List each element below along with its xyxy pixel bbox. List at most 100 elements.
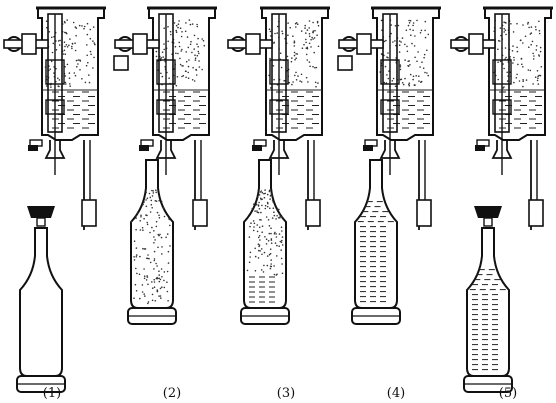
gas-dot bbox=[73, 72, 76, 74]
gas-dot bbox=[63, 41, 66, 43]
gas-dot bbox=[312, 38, 314, 40]
gas-dot bbox=[391, 80, 394, 82]
foam-dot bbox=[133, 255, 135, 258]
gas-dot bbox=[303, 43, 305, 46]
foam-dot bbox=[145, 214, 147, 216]
foam-dot bbox=[140, 214, 142, 217]
foam-dot bbox=[257, 196, 259, 198]
gas-dot bbox=[505, 33, 507, 36]
foam-dot bbox=[153, 236, 155, 238]
gas-dot bbox=[503, 21, 505, 24]
foam-dot bbox=[269, 252, 272, 255]
gas-dot bbox=[409, 19, 412, 22]
gas-dot bbox=[179, 27, 182, 30]
foam-dot bbox=[130, 221, 133, 223]
panel-label-5: (5) bbox=[499, 386, 517, 401]
foam-dot bbox=[141, 227, 144, 229]
foam-dot bbox=[143, 277, 146, 280]
gas-dot bbox=[196, 54, 199, 57]
gas-dot bbox=[194, 59, 197, 61]
foam-dot bbox=[161, 286, 163, 289]
gas-dot bbox=[69, 85, 71, 87]
gas-dot bbox=[187, 77, 190, 79]
gas-dot bbox=[175, 29, 177, 32]
gas-dot bbox=[58, 44, 61, 46]
gas-dot bbox=[534, 26, 537, 28]
foam-dot bbox=[263, 192, 265, 195]
gas-dot bbox=[175, 31, 178, 33]
foam-dot bbox=[133, 259, 136, 261]
gas-dot bbox=[522, 80, 524, 83]
gas-dot bbox=[305, 53, 308, 56]
foam-dot bbox=[166, 290, 169, 293]
gas-dot bbox=[81, 25, 83, 27]
gas-dot bbox=[83, 25, 86, 28]
gas-dot bbox=[51, 51, 54, 54]
gas-dot bbox=[518, 80, 521, 82]
foam-dot bbox=[280, 216, 283, 218]
gas-dot bbox=[182, 65, 184, 67]
gas-dot bbox=[534, 76, 537, 78]
gas-dot bbox=[315, 85, 317, 88]
gas-dot bbox=[400, 41, 402, 43]
foam-dot bbox=[268, 225, 271, 227]
gas-dot bbox=[185, 76, 187, 79]
foam-dot bbox=[151, 287, 154, 290]
bell-neck bbox=[483, 217, 493, 227]
gas-dot bbox=[530, 26, 533, 28]
foam-dot bbox=[270, 239, 273, 241]
foam-dot bbox=[157, 233, 159, 236]
gas-dot bbox=[414, 35, 416, 37]
foam-dot bbox=[155, 225, 158, 228]
foam-dot bbox=[249, 256, 251, 258]
foam-dot bbox=[268, 232, 271, 235]
gas-dot bbox=[293, 40, 296, 42]
gas-dot bbox=[513, 81, 515, 84]
rod-block bbox=[528, 199, 544, 227]
gas-dot bbox=[394, 85, 397, 88]
gas-dot bbox=[538, 74, 540, 77]
gas-dot bbox=[269, 30, 272, 33]
foam-dot bbox=[158, 295, 160, 297]
gas-dot bbox=[71, 42, 74, 45]
rod-block bbox=[416, 199, 432, 227]
gas-dot bbox=[77, 59, 80, 61]
gas-dot bbox=[75, 34, 77, 37]
gas-dot bbox=[87, 61, 89, 64]
gas-dot bbox=[522, 85, 524, 88]
foam-dot bbox=[264, 192, 266, 195]
gas-dot bbox=[64, 31, 66, 34]
foam-dot bbox=[278, 208, 280, 211]
gas-dot bbox=[415, 75, 417, 77]
foam-dot bbox=[158, 277, 160, 280]
gas-dot bbox=[65, 44, 68, 46]
gas-dot bbox=[177, 23, 180, 26]
foam-dot bbox=[149, 211, 152, 213]
panel-label-4: (4) bbox=[387, 386, 405, 401]
valve-seat bbox=[380, 99, 400, 115]
gas-dot bbox=[187, 71, 189, 74]
foam-dot bbox=[151, 281, 153, 283]
gas-dot bbox=[517, 63, 519, 66]
gas-dot bbox=[392, 77, 395, 80]
gas-dot bbox=[406, 45, 408, 48]
panel-label-3: (3) bbox=[277, 386, 295, 401]
foam-dot bbox=[254, 255, 257, 258]
gas-dot bbox=[300, 73, 303, 76]
bottle bbox=[240, 159, 290, 325]
gas-dot bbox=[504, 21, 507, 24]
foam-dot bbox=[269, 267, 272, 270]
foam-dot bbox=[169, 245, 171, 247]
gas-dot bbox=[201, 38, 203, 40]
gas-dot bbox=[423, 53, 426, 56]
gas-dot bbox=[49, 68, 51, 70]
foam-dot bbox=[281, 239, 283, 242]
gas-dot bbox=[528, 26, 530, 29]
gas-dot bbox=[198, 60, 200, 62]
gas-dot bbox=[295, 79, 298, 81]
foam-dot bbox=[275, 233, 277, 235]
gas-dot bbox=[380, 53, 383, 55]
gas-dot bbox=[414, 84, 416, 86]
foam-dot bbox=[265, 238, 268, 240]
foam-dot bbox=[166, 281, 168, 284]
